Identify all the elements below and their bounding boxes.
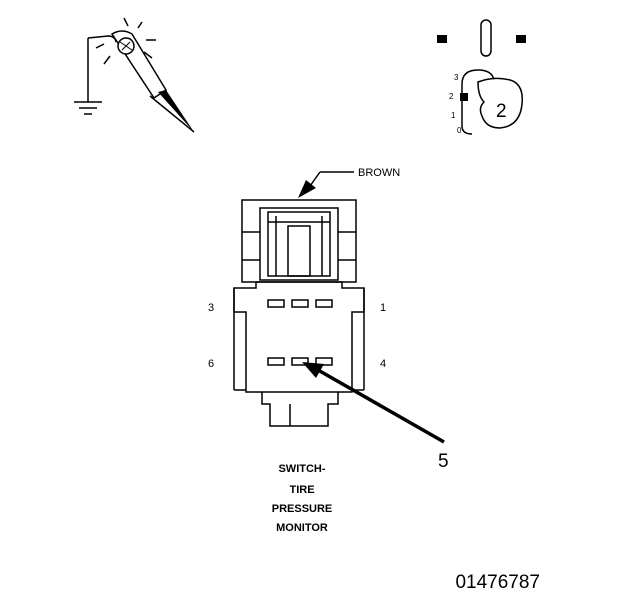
ignition-position-3: 3 <box>454 73 459 82</box>
pin-label-4: 4 <box>380 358 386 370</box>
figure-number: 01476787 <box>455 572 540 593</box>
ignition-selected-position: 2 <box>496 101 507 122</box>
pin-label-6: 6 <box>208 358 214 370</box>
caption-line-2: TIRE <box>289 484 314 496</box>
ignition-switch-icon: 3 2 1 0 2 <box>437 19 526 135</box>
wire-color-callout: BROWN <box>298 167 400 198</box>
ignition-position-2: 2 <box>449 92 454 101</box>
component-caption: SWITCH- TIRE PRESSURE MONITOR <box>272 463 333 534</box>
cavity-callout-number: 5 <box>438 451 449 472</box>
ignition-position-1: 1 <box>451 111 456 120</box>
caption-line-4: MONITOR <box>276 522 328 534</box>
pin-label-3: 3 <box>208 302 214 314</box>
pin-label-1: 1 <box>380 302 386 314</box>
connector-body <box>233 199 365 427</box>
caption-line-3: PRESSURE <box>272 503 333 515</box>
test-light-icon <box>74 17 195 133</box>
caption-line-1: SWITCH- <box>278 463 325 475</box>
wire-color-label: BROWN <box>358 167 400 179</box>
cavity-callout-arrow: 5 <box>302 362 449 472</box>
ignition-position-0: 0 <box>457 126 462 135</box>
